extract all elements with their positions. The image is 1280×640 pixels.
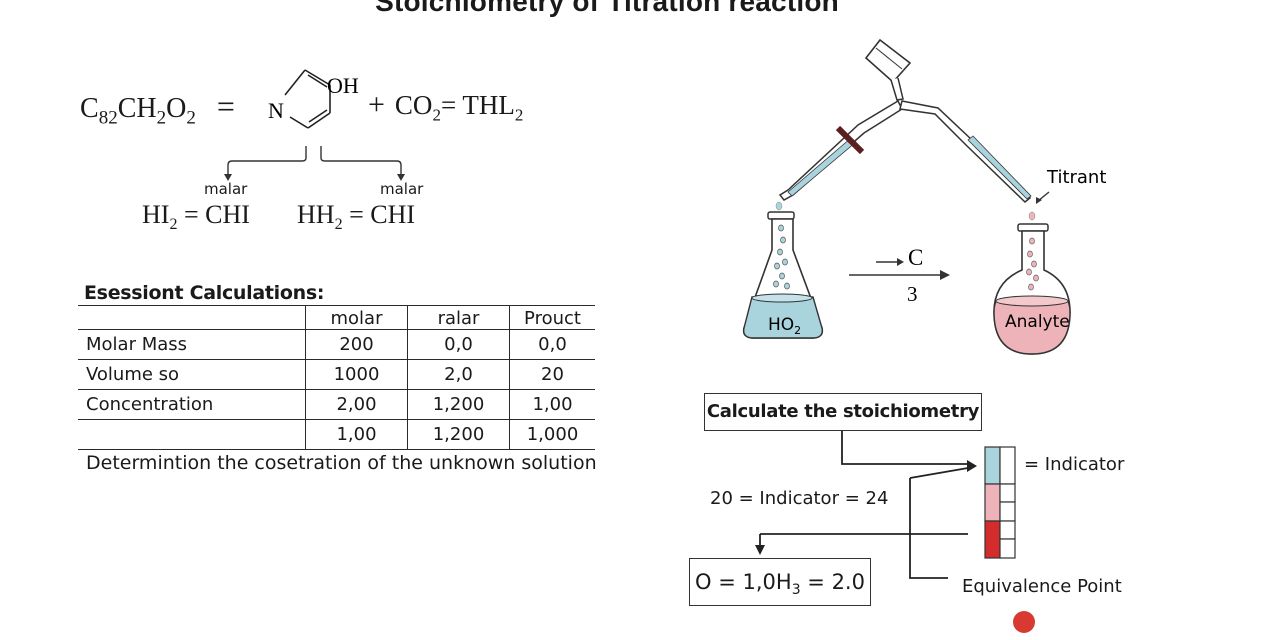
arrow-head-left: [224, 174, 232, 181]
co2-sub: 2: [432, 105, 441, 125]
reaction-arrow-bottom-label: 3: [907, 282, 918, 306]
row-label: [78, 419, 306, 450]
table-cell: 20: [509, 359, 595, 390]
table-header-row: molar ralar Prouct: [78, 305, 595, 330]
calculate-stoichiometry-box: Calculate the stoichiometry: [704, 393, 982, 431]
product-right-tag: malar: [380, 180, 424, 198]
round-flask: [993, 223, 1071, 355]
flow-arrow-head-result: [755, 545, 765, 555]
table-row: Molar Mass 200 0,0 0,0: [78, 329, 595, 360]
reaction-equation-lhs: C82CH2O2 =: [80, 88, 235, 130]
calculations-heading: Esessiont Calculations:: [84, 282, 325, 304]
indicator-strip: [984, 446, 1016, 559]
indicator-range-text: 20 = Indicator = 24: [710, 488, 889, 509]
result-box: O = 1,0H3 = 2.0: [689, 558, 871, 606]
flow-arrow-head-indicator: [967, 460, 977, 472]
flask-bubbles-left: [773, 224, 790, 290]
flow-connectors: [759, 430, 969, 579]
ring-oh-label: OH: [327, 73, 359, 98]
table-cell: 0,0: [509, 329, 595, 360]
ring-n-label: N: [268, 98, 284, 123]
table-cell: 1,200: [407, 419, 510, 450]
page-title: Stoichiometry of Titration reaction: [375, 0, 839, 17]
flask-left-label: HO2: [768, 315, 801, 337]
rhs-thl: = THL: [440, 90, 515, 120]
lhs-o: O: [166, 93, 187, 124]
drop-left: [775, 201, 783, 211]
table-cell: 1,00: [509, 389, 595, 420]
row-label: Concentration: [78, 389, 306, 420]
drop-right: [1028, 211, 1036, 221]
column-header: molar: [305, 305, 408, 330]
table-cell: 1,000: [509, 419, 595, 450]
table-cell: 2,00: [305, 389, 408, 420]
reaction-arrow-main-head: [940, 270, 950, 280]
lhs-sub1: 82: [98, 107, 118, 129]
column-header: ralar: [407, 305, 510, 330]
table-cell: 1,200: [407, 389, 510, 420]
table-cell: 1000: [305, 359, 408, 390]
reaction-arrow-small-head: [897, 258, 904, 266]
equals-sign: =: [216, 88, 235, 124]
branch-arrows: [227, 146, 402, 175]
lhs-sub2: 2: [156, 107, 167, 129]
table-row: 1,00 1,200 1,000: [78, 419, 595, 450]
pyrazine-ring: [284, 69, 331, 129]
burette-assembly: [778, 38, 1032, 203]
table-cell: 0,0: [407, 329, 510, 360]
rhs-sub: 2: [514, 105, 524, 125]
row-label: Molar Mass: [78, 329, 306, 360]
column-header: Prouct: [509, 305, 595, 330]
product-right-equation: HH2 = CHI: [297, 200, 416, 234]
calculations-table: molar ralar Prouct Molar Mass 200 0,0 0,…: [78, 305, 595, 450]
table-cell: 2,0: [407, 359, 510, 390]
reaction-equation-rhs: +CO2= THL2: [368, 88, 523, 125]
indicator-label: = Indicator: [1024, 454, 1125, 475]
product-left-equation: HI2 = CHI: [142, 200, 250, 234]
table-row: Volume so 1000 2,0 20: [78, 359, 595, 390]
titrant-label: Titrant: [1046, 167, 1106, 188]
equivalence-dot: [1013, 611, 1035, 633]
flask-bubbles-right: [1026, 237, 1039, 291]
lhs-ch: CH: [117, 93, 157, 124]
reaction-arrow-top-label: C: [908, 245, 923, 270]
determination-note: Determintion the cosetration of the unkn…: [86, 452, 597, 474]
table-cell: 1,00: [305, 419, 408, 450]
equivalence-point-label: Equivalence Point: [962, 576, 1122, 597]
product-left-tag: malar: [204, 180, 248, 198]
arrow-head-right: [397, 174, 405, 181]
plus-sign: +: [368, 88, 385, 121]
table-corner: [78, 305, 306, 330]
table-row: Concentration 2,00 1,200 1,00: [78, 389, 595, 420]
table-cell: 200: [305, 329, 408, 360]
row-label: Volume so: [78, 359, 306, 390]
flask-right-label: Analyte: [1005, 312, 1070, 332]
titrant-arrow-head: [1036, 197, 1042, 204]
lhs-sub3: 2: [186, 107, 196, 129]
co2-base: CO: [394, 90, 433, 120]
lhs-c: C: [80, 93, 99, 124]
